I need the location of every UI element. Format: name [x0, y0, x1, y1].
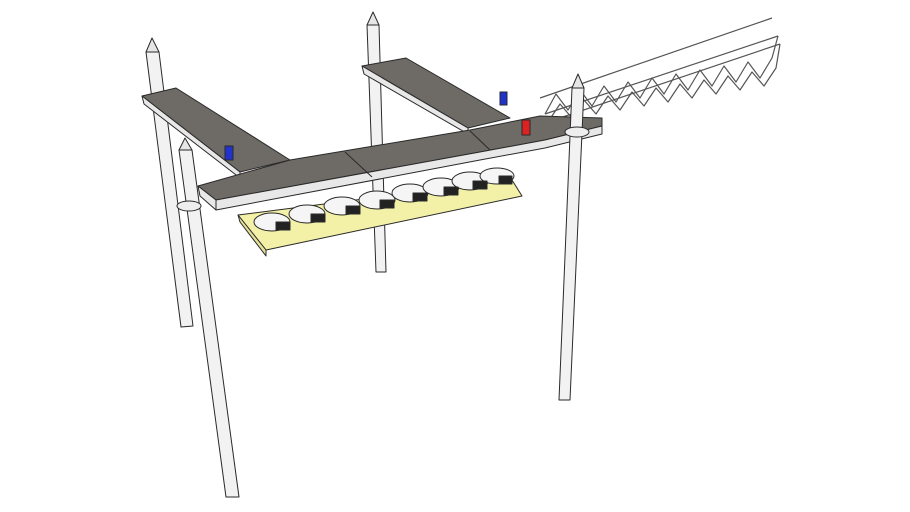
marker-post-red [521, 119, 531, 136]
piling-back-middle [366, 11, 387, 273]
piling-front-left [176, 137, 240, 498]
marker-post-blue-left [224, 145, 234, 161]
piling-back-left [145, 37, 194, 328]
boat-lift [237, 167, 523, 257]
deck-back-arm [361, 57, 511, 135]
marker-post-blue-back [499, 91, 508, 106]
deck-main [197, 115, 603, 211]
piling-right [558, 73, 590, 401]
